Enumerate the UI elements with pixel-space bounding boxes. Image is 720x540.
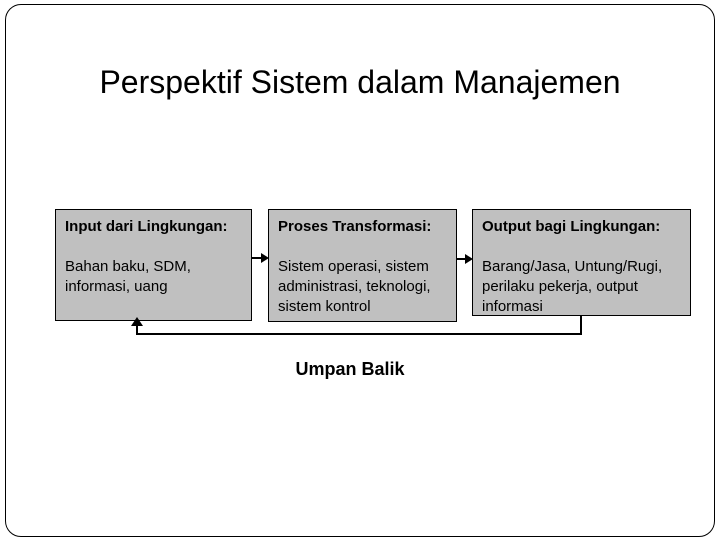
diagram-box-process: Proses Transformasi: Sistem operasi, sis… <box>268 209 457 322</box>
slide-title: Perspektif Sistem dalam Manajemen <box>99 64 621 100</box>
box-input-heading: Input dari Lingkungan: <box>65 218 228 235</box>
feedback-label: Umpan Balik <box>295 359 405 379</box>
diagram-box-output: Output bagi Lingkungan: Barang/Jasa, Unt… <box>472 209 691 316</box>
feedback-line-down <box>580 316 582 335</box>
arrowhead-up-icon <box>131 317 143 326</box>
box-output-body: Barang/Jasa, Untung/Rugi, perilaku peker… <box>482 258 663 315</box>
feedback-line-up <box>136 325 138 333</box>
feedback-line-horizontal <box>136 333 582 335</box>
arrow-input-to-process-line <box>252 257 262 259</box>
arrowhead-right-icon <box>465 254 473 264</box>
box-input-body: Bahan baku, SDM, informasi, uang <box>65 258 191 295</box>
box-process-body: Sistem operasi, sistem administrasi, tek… <box>278 258 431 315</box>
box-process-heading: Proses Transformasi: <box>278 218 432 235</box>
diagram-box-input: Input dari Lingkungan: Bahan baku, SDM, … <box>55 209 252 321</box>
box-output-heading: Output bagi Lingkungan: <box>482 218 661 235</box>
arrow-process-to-output-line <box>457 258 466 260</box>
arrowhead-right-icon <box>261 253 269 263</box>
